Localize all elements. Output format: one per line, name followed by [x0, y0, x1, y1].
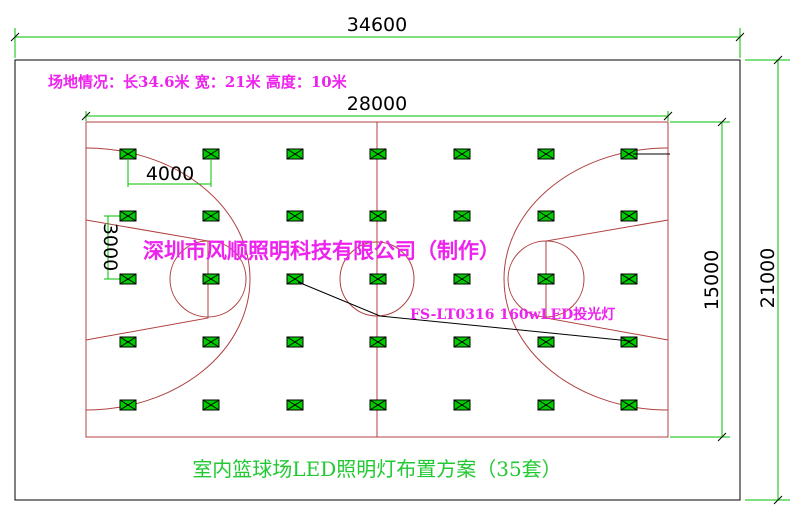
fixture-model: FS-LT0316 160wLED投光灯 — [410, 306, 615, 323]
led-floodlight-icon — [119, 210, 137, 222]
led-floodlight-icon — [620, 273, 638, 285]
court-width-dimension: 15000 — [670, 117, 730, 442]
led-floodlight-icon — [202, 210, 220, 222]
dimension-15000: 15000 — [701, 250, 723, 310]
led-floodlight-icon — [620, 336, 638, 348]
dimension-34600: 34600 — [347, 14, 407, 36]
led-floodlight-icon — [202, 148, 220, 160]
right-three-point-arc — [503, 147, 669, 411]
right-free-throw-circle — [507, 240, 585, 318]
led-floodlight-icon — [537, 336, 555, 348]
led-floodlight-icon — [453, 336, 471, 348]
led-floodlight-icon — [537, 210, 555, 222]
led-floodlight-icon — [119, 336, 137, 348]
top-dimension: 34600 — [10, 14, 745, 58]
spacing-3000: 3000 — [99, 223, 121, 271]
led-floodlight-icon — [369, 399, 387, 411]
led-floodlight-icon — [286, 210, 304, 222]
led-floodlight-icon — [286, 399, 304, 411]
leader-lines — [297, 153, 670, 342]
led-floodlight-icon — [453, 399, 471, 411]
led-floodlight-icon — [286, 273, 304, 285]
company-name: 深圳市风顺照明科技有限公司（制作） — [143, 238, 500, 263]
led-floodlight-icon — [202, 273, 220, 285]
light-spacing-markers: 4000 3000 — [99, 160, 212, 280]
led-floodlight-icon — [453, 273, 471, 285]
venue-width-dimension: 21000 — [745, 55, 790, 505]
led-floodlight-icon — [453, 210, 471, 222]
site-info: 场地情况：长34.6米 宽：21米 高度：10米 — [48, 73, 348, 91]
led-floodlight-icon — [369, 336, 387, 348]
fixture-leader — [297, 281, 631, 342]
dimension-28000: 28000 — [347, 93, 407, 115]
venue-boundary — [14, 59, 741, 501]
led-floodlight-icon — [620, 210, 638, 222]
led-floodlight-icon — [286, 148, 304, 160]
court-length-dimension: 28000 — [81, 93, 673, 121]
led-fixture-grid — [119, 148, 638, 411]
spacing-4000: 4000 — [146, 163, 194, 185]
led-floodlight-icon — [537, 148, 555, 160]
led-floodlight-icon — [202, 399, 220, 411]
led-floodlight-icon — [369, 148, 387, 160]
led-floodlight-icon — [369, 210, 387, 222]
dimension-21000: 21000 — [757, 248, 779, 308]
led-floodlight-icon — [119, 148, 137, 160]
led-floodlight-icon — [119, 273, 137, 285]
left-free-throw-circle — [169, 240, 247, 318]
center-circle — [339, 241, 415, 317]
led-floodlight-icon — [202, 336, 220, 348]
led-floodlight-icon — [537, 399, 555, 411]
led-floodlight-icon — [453, 148, 471, 160]
led-floodlight-icon — [620, 399, 638, 411]
led-floodlight-icon — [119, 399, 137, 411]
led-floodlight-icon — [369, 273, 387, 285]
left-three-point-arc — [85, 147, 251, 411]
led-floodlight-icon — [537, 273, 555, 285]
led-floodlight-icon — [286, 336, 304, 348]
diagram-title: 室内篮球场LED照明灯布置方案（35套） — [192, 457, 561, 481]
